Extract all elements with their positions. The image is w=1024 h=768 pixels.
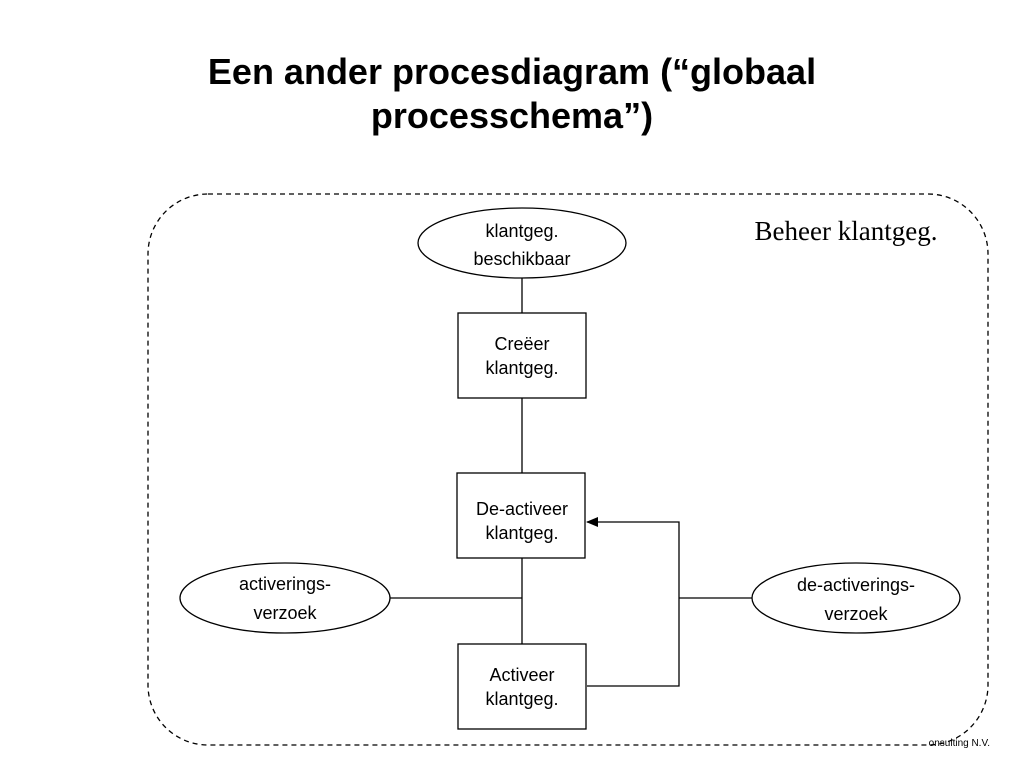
process-boundary bbox=[147, 193, 989, 746]
process-label-line-1: Activeer bbox=[489, 665, 554, 685]
process-creeer-klantgeg: Creëer klantgeg. bbox=[457, 312, 587, 399]
event-activeringsverzoek: activerings- verzoek bbox=[179, 562, 391, 634]
event-label-line-1: klantgeg. bbox=[485, 221, 558, 241]
event-label-line-2: verzoek bbox=[253, 603, 317, 623]
connector-activeer-to-deactiveer-arrow bbox=[586, 517, 680, 687]
process-label-line-1: Creëer bbox=[494, 334, 549, 354]
event-label-line-1: activerings- bbox=[239, 574, 331, 594]
slide-title-line-1: Een ander procesdiagram (“globaal bbox=[207, 51, 817, 92]
process-label-line-2: klantgeg. bbox=[485, 523, 558, 543]
slide-title-line-2: processchema”) bbox=[370, 95, 654, 136]
event-deactiveringsverzoek: de-activerings- verzoek bbox=[751, 562, 961, 634]
process-label-line-2: klantgeg. bbox=[485, 689, 558, 709]
slide-title: Een ander procesdiagram (“globaal proces… bbox=[112, 50, 912, 138]
process-box bbox=[457, 312, 587, 399]
process-box bbox=[457, 643, 587, 730]
event-ellipse bbox=[417, 207, 627, 279]
event-label-line-2: beschikbaar bbox=[473, 249, 570, 269]
event-ellipse bbox=[179, 562, 391, 634]
process-deactiveer-klantgeg: De-activeer klantgeg. bbox=[456, 472, 586, 559]
event-ellipse bbox=[751, 562, 961, 634]
process-label-line-2: klantgeg. bbox=[485, 358, 558, 378]
event-label-line-1: de-activerings- bbox=[797, 575, 915, 595]
event-klantgeg-beschikbaar: klantgeg. beschikbaar bbox=[417, 207, 627, 279]
process-activeer-klantgeg: Activeer klantgeg. bbox=[457, 643, 587, 730]
footer-copyright: onsulting N.V. bbox=[929, 738, 990, 749]
process-box bbox=[456, 472, 586, 559]
boundary-label: Beheer klantgeg. bbox=[755, 216, 938, 246]
event-label-line-2: verzoek bbox=[824, 604, 888, 624]
process-label-line-1: De-activeer bbox=[476, 499, 568, 519]
